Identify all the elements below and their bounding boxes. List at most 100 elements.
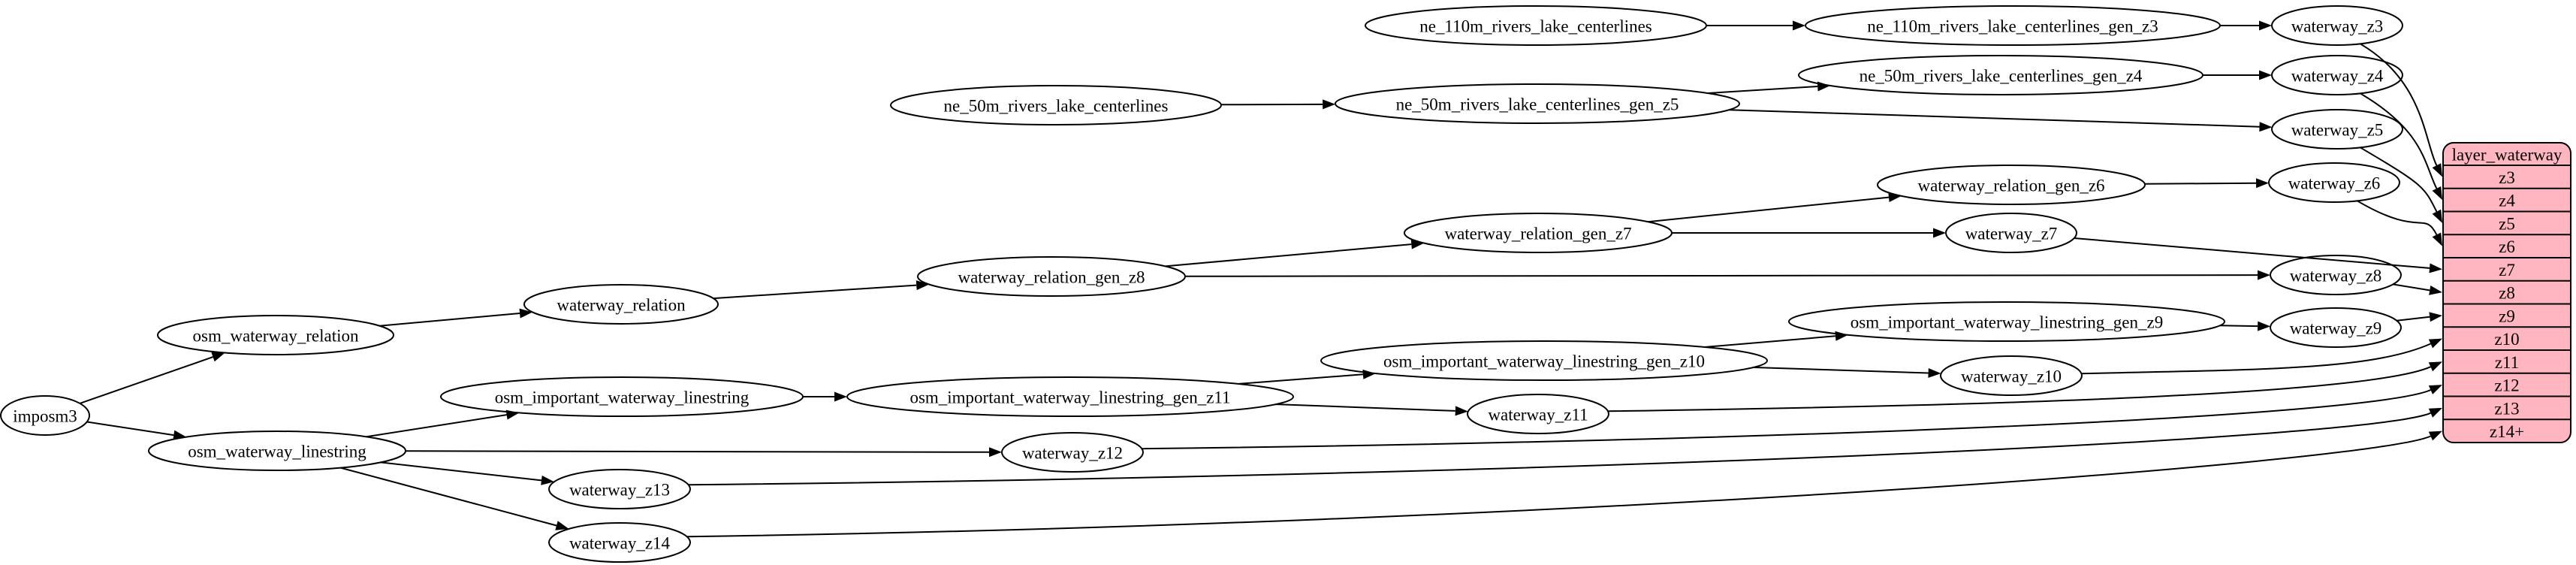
node-waterway_relation_gen_z7: waterway_relation_gen_z7 [1404, 213, 1673, 253]
node-ellipse-waterway_z13 [548, 469, 691, 509]
node-osm_waterway_linestring: osm_waterway_linestring [148, 431, 406, 471]
edge-osm_waterway_linestring-to-waterway_z14 [340, 467, 569, 530]
edge-ne_50m_rivers_lake_centerlines_gen_z4-to-waterway_z4 [2203, 70, 2272, 80]
node-waterway_z6: waterway_z6 [2268, 162, 2400, 203]
node-waterway_z4: waterway_z4 [2271, 55, 2403, 95]
node-ellipse-ne_50m_rivers_lake_centerlines_gen_z5 [1335, 83, 1740, 124]
node-ne_110m_rivers_lake_centerlines_gen_z3: ne_110m_rivers_lake_centerlines_gen_z3 [1805, 5, 2221, 46]
edge-arrowhead-icon [1835, 331, 1848, 341]
edge-waterway_z3-to-layer_waterway-z3 [2360, 43, 2442, 177]
edge-line [1647, 196, 1890, 223]
edge-waterway_relation_gen_z8-to-waterway_z8 [1184, 270, 2270, 280]
edge-arrowhead-icon [519, 308, 532, 319]
node-osm_waterway_relation: osm_waterway_relation [157, 315, 394, 355]
edge-osm_important_waterway_linestring_gen_z11-to-waterway_z11 [1275, 403, 1468, 416]
edge-arrowhead-icon [555, 521, 569, 530]
edge-waterway_relation_gen_z7-to-waterway_relation_gen_z6 [1647, 192, 1902, 223]
node-label-waterway_z5: waterway_z5 [2291, 121, 2384, 140]
node-label-waterway_z11: waterway_z11 [1488, 406, 1588, 425]
node-waterway_z8: waterway_z8 [2270, 255, 2402, 295]
node-waterway_z13: waterway_z13 [548, 469, 691, 509]
edge-arrowhead-icon [2429, 286, 2442, 295]
node-ellipse-waterway_z9 [2270, 307, 2402, 348]
edge-arrowhead-icon [505, 409, 520, 420]
table-row-z13: z13 [2494, 399, 2519, 418]
node-waterway_z9: waterway_z9 [2270, 307, 2402, 348]
edge-line [340, 467, 557, 527]
edge-arrowhead-icon [1793, 20, 1805, 31]
node-ellipse-waterway_z11 [1467, 394, 1609, 434]
edge-arrowhead-icon [541, 475, 554, 485]
node-waterway_relation: waterway_relation [523, 284, 719, 325]
edge-arrowhead-icon [2428, 361, 2442, 372]
node-ellipse-waterway_z8 [2270, 255, 2402, 295]
edge-ne_110m_rivers_lake_centerlines-to-ne_110m_rivers_lake_centerlines_gen_z3 [1706, 20, 1805, 31]
edge-arrowhead-icon [2259, 122, 2273, 132]
edge-line [405, 450, 990, 453]
node-ellipse-waterway_z10 [1940, 355, 2083, 396]
edge-waterway_relation_gen_z6-to-waterway_z6 [2144, 178, 2269, 189]
edge-line [1607, 366, 2431, 412]
table-row-z5: z5 [2499, 214, 2515, 233]
node-label-waterway_z7: waterway_z7 [1965, 225, 2058, 243]
edge-ne_50m_rivers_lake_centerlines_gen_z5-to-ne_50m_rivers_lake_centerlines_gen_z4 [1707, 81, 1831, 94]
edge-osm_waterway_linestring-to-waterway_z12 [405, 447, 1002, 458]
node-ellipse-waterway_relation [523, 284, 719, 325]
node-waterway_z5: waterway_z5 [2271, 109, 2403, 150]
node-waterway_relation_gen_z6: waterway_relation_gen_z6 [1877, 165, 2146, 205]
edge-arrowhead-icon [2428, 338, 2442, 349]
node-label-waterway_z10: waterway_z10 [1961, 367, 2062, 386]
node-label-ne_50m_rivers_lake_centerlines_gen_z5: ne_50m_rivers_lake_centerlines_gen_z5 [1396, 95, 1679, 114]
edge-line [366, 414, 507, 438]
node-ne_50m_rivers_lake_centerlines_gen_z4: ne_50m_rivers_lake_centerlines_gen_z4 [1798, 55, 2203, 95]
table-row-z7: z7 [2499, 261, 2515, 279]
edge-osm_waterway_linestring-to-osm_important_waterway_linestring [366, 409, 520, 438]
node-waterway_relation_gen_z8: waterway_relation_gen_z8 [917, 256, 1186, 297]
edge-arrowhead-icon [2258, 270, 2270, 280]
node-label-waterway_z13: waterway_z13 [569, 481, 670, 500]
node-label-waterway_z14: waterway_z14 [569, 534, 671, 553]
edge-arrowhead-icon [1928, 368, 1941, 378]
node-label-waterway_z3: waterway_z3 [2291, 17, 2384, 36]
edge-waterway_relation-to-waterway_relation_gen_z8 [713, 280, 930, 300]
edge-arrowhead-icon [2432, 232, 2442, 246]
node-osm_important_waterway_linestring_gen_z10: osm_important_waterway_linestring_gen_z1… [1320, 340, 1768, 381]
edge-line [2360, 43, 2438, 166]
node-osm_important_waterway_linestring_gen_z11: osm_important_waterway_linestring_gen_z1… [846, 376, 1294, 417]
edge-osm_important_waterway_linestring_gen_z11-to-osm_important_waterway_linestring_gen_z10 [1238, 369, 1376, 385]
edge-line [713, 284, 917, 300]
node-ellipse-waterway_relation_gen_z6 [1877, 165, 2146, 205]
node-label-ne_50m_rivers_lake_centerlines: ne_50m_rivers_lake_centerlines [944, 97, 1169, 116]
edge-waterway_z5-to-layer_waterway-z5 [2360, 147, 2442, 223]
edge-line [379, 313, 520, 327]
table-title: layer_waterway [2452, 146, 2562, 165]
edge-line [1275, 403, 1455, 412]
node-osm_important_waterway_linestring: osm_important_waterway_linestring [440, 376, 804, 417]
edge-waterway_relation_gen_z7-to-waterway_z7 [1672, 228, 1946, 238]
edge-arrowhead-icon [1410, 239, 1425, 249]
edge-waterway_z6-to-layer_waterway-z6 [2357, 200, 2442, 246]
edge-line [86, 421, 174, 437]
edge-imposm3-to-osm_waterway_relation [79, 352, 225, 404]
table-row-z14+: z14+ [2490, 422, 2524, 441]
edges [79, 20, 2442, 538]
node-label-osm_important_waterway_linestring: osm_important_waterway_linestring [495, 388, 750, 407]
node-ellipse-waterway_z5 [2271, 109, 2403, 150]
edge-line [1704, 335, 1835, 348]
node-label-ne_110m_rivers_lake_centerlines_gen_z3: ne_110m_rivers_lake_centerlines_gen_z3 [1867, 17, 2158, 36]
edge-line [1142, 389, 2431, 450]
table-row-z6: z6 [2499, 237, 2515, 256]
edge-line [2360, 92, 2438, 189]
node-label-osm_important_waterway_linestring_gen_z10: osm_important_waterway_linestring_gen_z1… [1383, 352, 1705, 371]
node-ne_50m_rivers_lake_centerlines_gen_z5: ne_50m_rivers_lake_centerlines_gen_z5 [1335, 83, 1740, 124]
edge-arrowhead-icon [2432, 209, 2442, 223]
edge-line [686, 435, 2431, 538]
edge-osm_important_waterway_linestring_gen_z10-to-waterway_z10 [1753, 367, 1941, 378]
edge-arrowhead-icon [1888, 192, 1902, 202]
edge-line [2357, 200, 2438, 235]
node-label-waterway_relation: waterway_relation [557, 296, 686, 315]
node-waterway_z3: waterway_z3 [2271, 5, 2403, 46]
edge-ne_50m_rivers_lake_centerlines_gen_z5-to-waterway_z5 [1729, 109, 2273, 132]
edge-arrowhead-icon [1817, 81, 1831, 92]
